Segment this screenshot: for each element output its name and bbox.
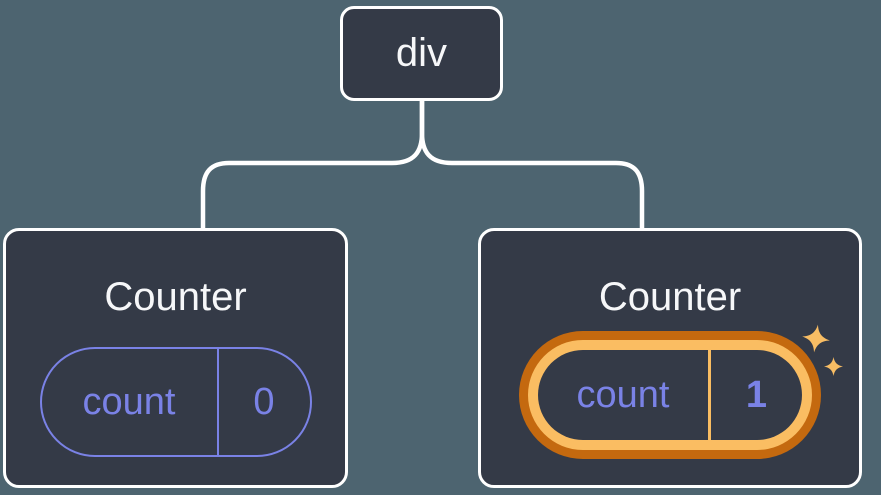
sparkle-icon-large bbox=[802, 324, 830, 353]
state-value: 1 bbox=[745, 373, 768, 416]
state-pill: count 1 bbox=[538, 350, 802, 440]
state-value: 0 bbox=[253, 380, 275, 423]
state-highlight-ring-inner: count 1 bbox=[528, 340, 812, 450]
tree-node-counter-1: Counter count 0 bbox=[3, 228, 348, 488]
state-key-label: count bbox=[42, 349, 219, 455]
connector-left-branch bbox=[200, 100, 425, 228]
tree-node-counter-2: Counter count 1 bbox=[478, 228, 862, 488]
state-highlight-ring-outer: count 1 bbox=[519, 331, 821, 459]
connector-right-branch bbox=[419, 100, 645, 228]
tree-node-div: div bbox=[340, 6, 503, 101]
counter-title: Counter bbox=[598, 275, 742, 319]
state-key-label: count bbox=[538, 350, 711, 440]
counter-title: Counter bbox=[104, 275, 247, 319]
state-pill: count 0 bbox=[39, 347, 312, 457]
div-node-label: div bbox=[395, 31, 448, 75]
sparkle-icon-small bbox=[824, 357, 843, 376]
